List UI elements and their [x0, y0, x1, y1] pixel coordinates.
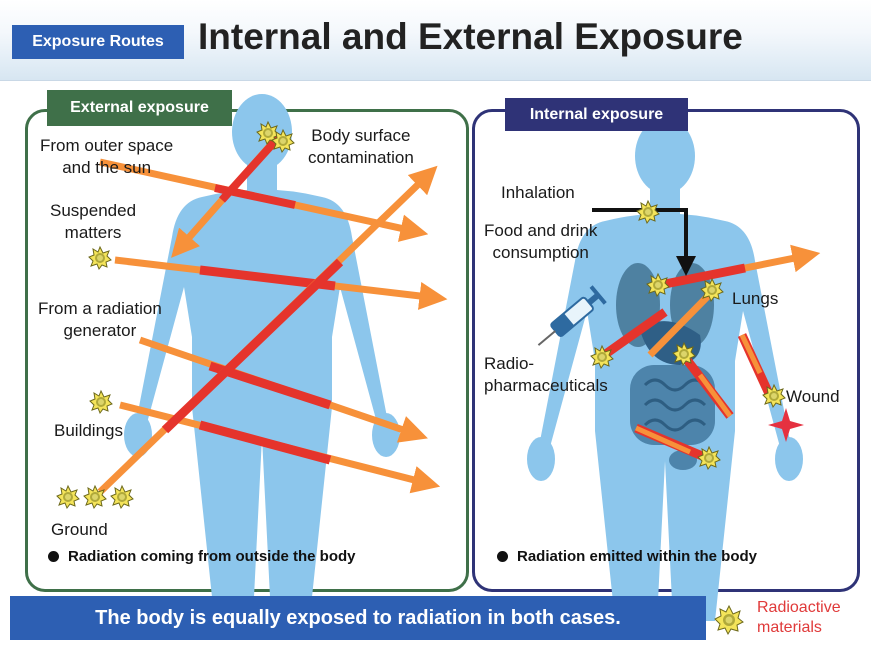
label-radiopharmaceuticals: Radio-pharmaceuticals — [484, 353, 608, 397]
summary-banner: The body is equally exposed to radiation… — [10, 596, 706, 640]
label-wound: Wound — [786, 386, 840, 408]
label-lungs: Lungs — [732, 288, 778, 310]
internal-caption: Radiation emitted within the body — [497, 548, 757, 565]
bullet-icon — [497, 551, 508, 562]
label-buildings: Buildings — [54, 420, 123, 442]
external-caption: Radiation coming from outside the body — [48, 548, 356, 565]
bullet-icon — [48, 551, 59, 562]
external-exposure-title: External exposure — [47, 90, 232, 126]
label-inhalation: Inhalation — [501, 182, 575, 204]
radioactive-material-legend-icon — [713, 604, 745, 636]
label-ground: Ground — [51, 519, 108, 541]
internal-exposure-title: Internal exposure — [505, 98, 688, 131]
